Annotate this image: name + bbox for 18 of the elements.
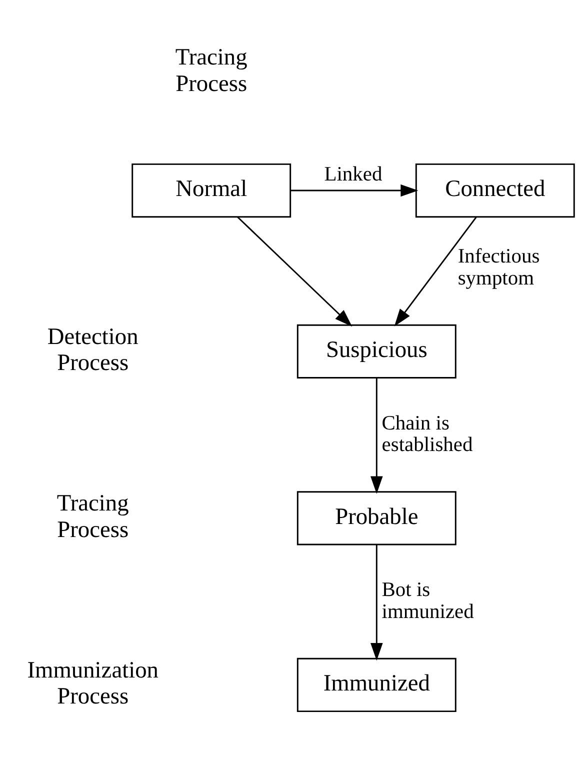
arrow xyxy=(370,378,383,494)
edge-label: Bot is immunized xyxy=(382,579,474,623)
label: Tracing Process xyxy=(56,490,129,543)
label: Tracing Process xyxy=(175,44,248,97)
label: Detection Process xyxy=(47,324,138,376)
node-box: Immunized xyxy=(296,658,456,712)
edge-label: Chain is established xyxy=(382,412,473,456)
node-box: Suspicious xyxy=(296,324,456,378)
arrow xyxy=(394,216,477,326)
node-box: Normal xyxy=(132,163,292,218)
label: Immunization Process xyxy=(27,657,158,710)
arrow xyxy=(290,184,418,197)
node-box: Connected xyxy=(415,163,575,218)
arrow xyxy=(370,544,383,661)
edge-label: Infectious symptom xyxy=(458,245,540,290)
arrow xyxy=(237,216,352,327)
edge-label: Linked xyxy=(324,164,382,186)
node-box: Probable xyxy=(296,491,456,546)
